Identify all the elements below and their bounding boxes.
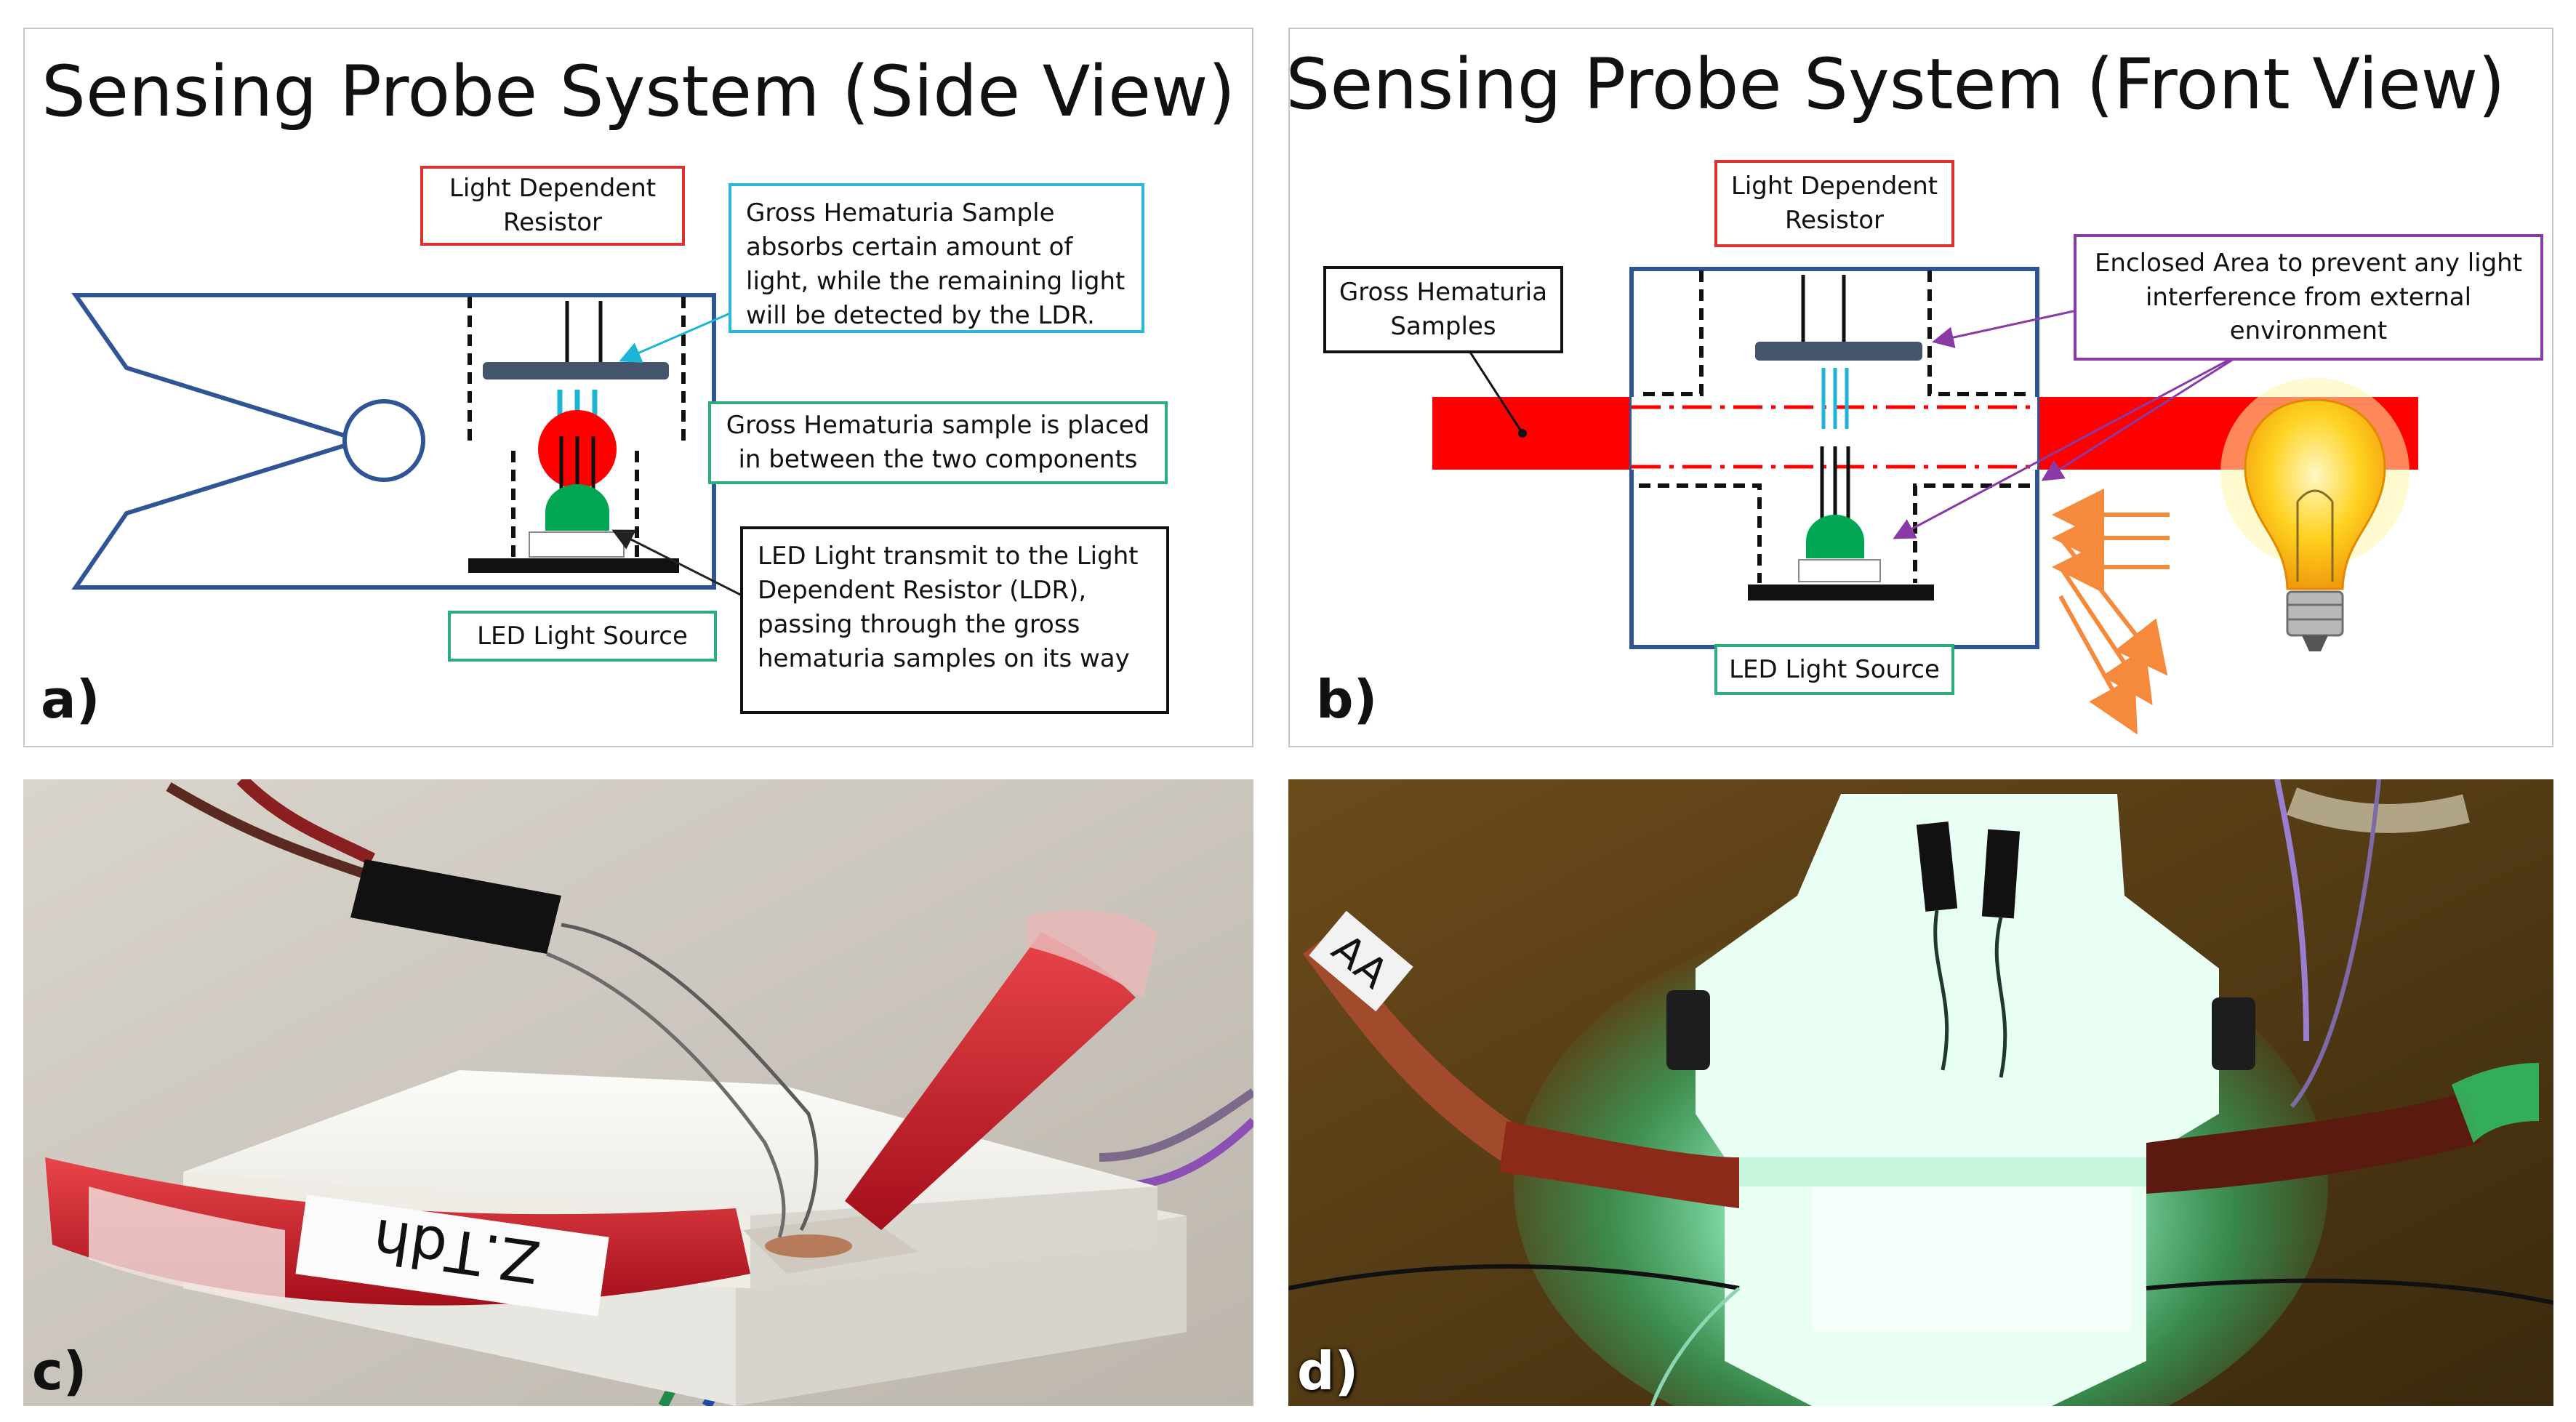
side-view-schematic: [71, 293, 767, 609]
panel-c-label: c): [32, 1341, 87, 1402]
led-dome: [545, 484, 609, 531]
led-label-box: LED Light Source: [448, 611, 717, 662]
absorb-note-box: Gross Hematuria Sample absorbs certain a…: [729, 183, 1144, 333]
samples-label-box: Gross Hematuria Samples: [1323, 266, 1563, 353]
led-label-box-front: LED Light Source: [1714, 644, 1954, 695]
placement-note-box: Gross Hematuria sample is placed in betw…: [708, 401, 1168, 484]
panel-c-photo: Z.Tdh c): [23, 779, 1253, 1406]
panel-a-title: Sensing Probe System (Side View): [41, 51, 1235, 132]
panel-d-photo: AA d): [1288, 779, 2553, 1406]
clip-outline: [71, 293, 716, 590]
light-ray-arrows: [2052, 489, 2170, 735]
led-base: [468, 558, 679, 573]
ldr-detector: [483, 362, 669, 379]
light-bulb-icon: [2220, 378, 2410, 651]
ldr-label-box-front: Light Dependent Resistor: [1714, 160, 1954, 247]
panel-a-label: a): [41, 669, 100, 730]
probe-photo-clip: Z.Tdh: [23, 779, 1253, 1406]
led-note-box: LED Light transmit to the Light Dependen…: [740, 526, 1169, 714]
panel-b-label: b): [1316, 669, 1378, 730]
front-view-schematic: [1432, 267, 2418, 735]
panel-b-title: Sensing Probe System (Front View): [1285, 44, 2505, 125]
ldr-label-box: Light Dependent Resistor: [420, 166, 685, 246]
panel-a-side-view: Sensing Probe System (Side View) Lig: [23, 28, 1253, 747]
probe-photo-lit: AA: [1288, 779, 2553, 1406]
panel-d-label: d): [1297, 1341, 1359, 1402]
enclosed-note-box: Enclosed Area to prevent any light inter…: [2074, 234, 2543, 361]
led-dome-front: [1806, 515, 1864, 558]
hinge-circle: [342, 399, 425, 482]
ldr-detector-front: [1755, 342, 1922, 361]
led-base-front: [1748, 585, 1934, 600]
ldr-chamber: [468, 297, 686, 441]
panel-b-front-view: Sensing Probe System (Front View): [1285, 28, 2553, 747]
